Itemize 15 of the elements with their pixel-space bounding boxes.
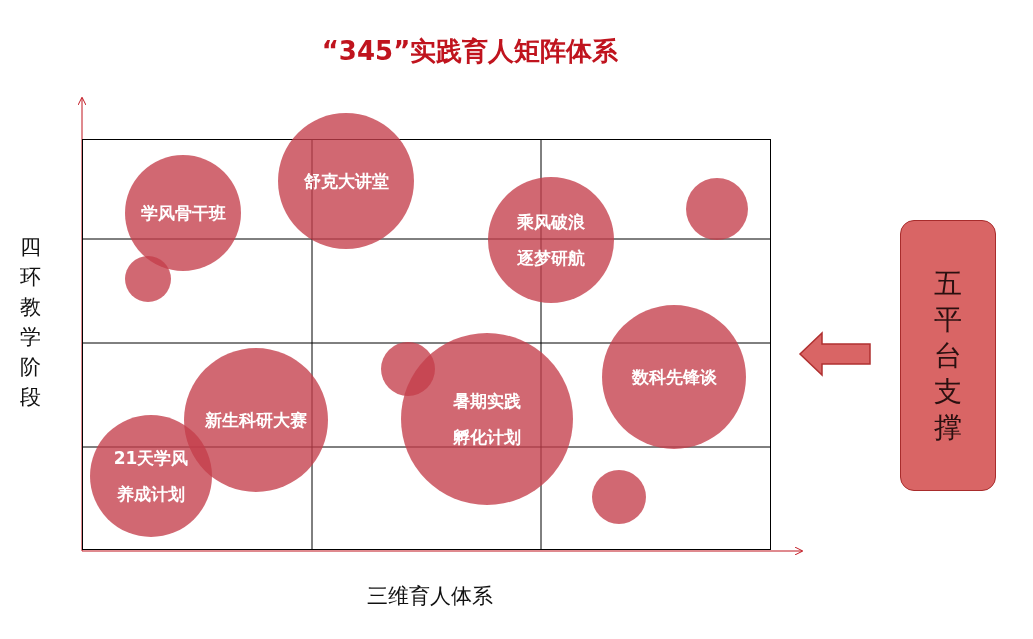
- block-arrow: [798, 331, 871, 377]
- bubble-label: 舒克大讲堂: [302, 170, 390, 193]
- bubble-label: 乘风破浪逐梦研航: [516, 211, 586, 270]
- platform-box: [900, 220, 996, 491]
- bubble-label: 学风骨干班: [139, 202, 227, 225]
- bubble-label: 数科先锋谈: [630, 366, 718, 389]
- bubble: [592, 470, 646, 524]
- bubble-label: 暑期实践孵化计划: [452, 390, 522, 449]
- bubble-label: 新生科研大赛: [204, 409, 308, 432]
- platform-label: 五平台支撑: [933, 265, 963, 446]
- axis-label: 三维育人体系: [366, 583, 494, 610]
- bubble-label: 21天学风养成计划: [112, 447, 190, 506]
- axis-label: 四环教学阶段: [18, 234, 42, 411]
- bubble: [125, 256, 171, 302]
- title: “345”实践育人矩阵体系: [320, 35, 620, 68]
